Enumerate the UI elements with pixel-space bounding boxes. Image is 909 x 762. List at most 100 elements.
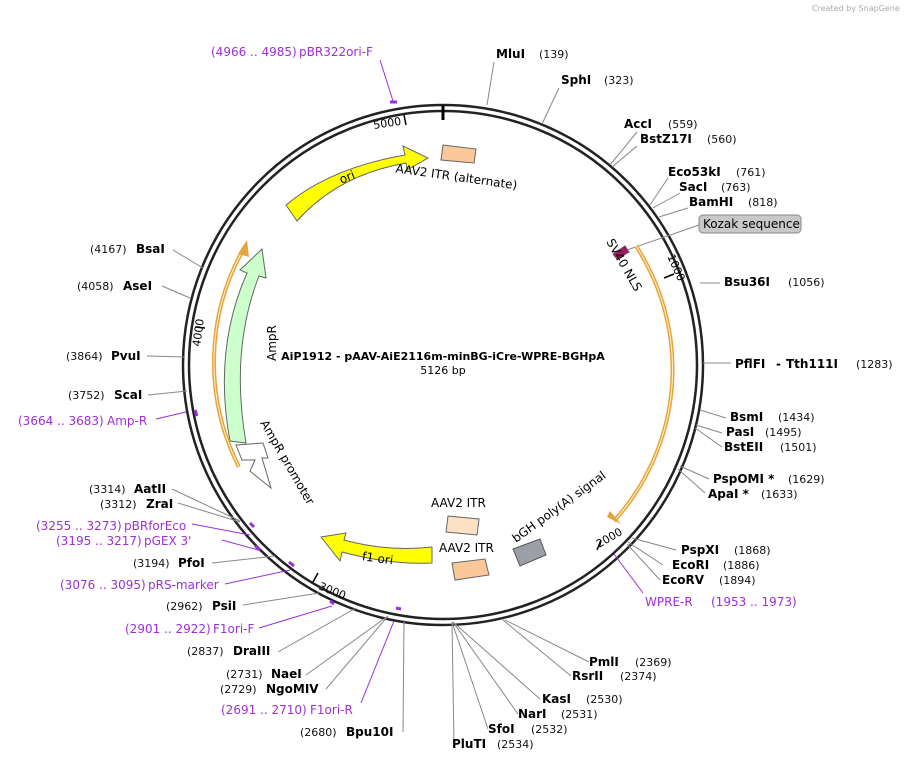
enzyme-psii: PsiI xyxy=(212,599,236,613)
enzyme-ecori: EcoRI xyxy=(672,558,709,572)
aav2-itr-2-label: AAV2 ITR xyxy=(439,541,494,555)
enzyme-ecorv: EcoRV xyxy=(662,573,705,587)
enzyme-pasi: PasI xyxy=(726,425,754,439)
enzyme-bpu10i: Bpu10I xyxy=(346,725,393,739)
enzyme-sphi-pos: (323) xyxy=(604,74,634,87)
primer-pbrforeco-range: (3255 .. 3273) xyxy=(36,519,122,533)
tick-5000: 5000 xyxy=(372,115,402,132)
tick-mark-2000 xyxy=(596,539,602,551)
snapgene-credit: Created by SnapGene xyxy=(812,4,900,13)
sv40-nls-label: SV40 NLS xyxy=(603,236,644,293)
tick-mark-3000 xyxy=(312,572,319,583)
primer-pbr322ori-range: (4966 .. 4985) xyxy=(211,45,297,59)
enzyme-saci: SacI xyxy=(679,180,707,194)
tick-mark-1000 xyxy=(663,273,675,279)
enzyme-apai: ApaI * xyxy=(708,487,750,501)
f1-ori-label: f1 ori xyxy=(361,549,394,567)
enzyme-zrai: ZraI xyxy=(146,497,173,511)
primer-pgex3-range: (3195 .. 3217) xyxy=(56,534,142,548)
primer-f1orir-name: F1ori-R xyxy=(310,703,353,717)
tick-4000: 4000 xyxy=(190,318,207,348)
enzyme-pflfi-sep: - xyxy=(776,357,781,371)
primer-prsmarker-range: (3076 .. 3095) xyxy=(60,578,146,592)
enzyme-asei: AseI xyxy=(123,279,152,293)
enzyme-pmli-pos: (2369) xyxy=(635,656,672,669)
enzyme-saci-pos: (763) xyxy=(721,181,751,194)
enzyme-bstz17i: BstZ17I xyxy=(640,132,692,146)
enzyme-pasi-pos: (1495) xyxy=(765,426,802,439)
enzyme-psii-pos: (2962) xyxy=(166,600,203,613)
right-arc-inner xyxy=(613,245,673,522)
tick-mark-5000 xyxy=(403,114,407,126)
primer-wprer-name: WPRE-R xyxy=(645,595,693,609)
primer-ampr-range: (3664 .. 3683) xyxy=(18,414,104,428)
enzyme-pspomi-pos: (1629) xyxy=(788,473,825,486)
enzyme-draiii-pos: (2837) xyxy=(187,645,224,658)
enzyme-bsai-pos: (4167) xyxy=(90,243,127,256)
aav2-itr-alt-label: AAV2 ITR (alternate) xyxy=(395,161,518,192)
enzyme-sfoi: SfoI xyxy=(488,722,515,736)
enzyme-bsteii: BstEII xyxy=(724,440,763,454)
enzyme-mlui-pos: (139) xyxy=(539,48,569,61)
aav2-itr-1-feature xyxy=(445,515,480,536)
enzyme-tth111i: Tth111I xyxy=(786,357,838,371)
enzyme-acci-pos: (559) xyxy=(668,118,698,131)
enzyme-bstz17i-pos: (560) xyxy=(707,133,737,146)
enzyme-pmli: PmlI xyxy=(589,655,619,669)
enzyme-bpu10i-pos: (2680) xyxy=(300,726,337,739)
primer-wprer-range: (1953 .. 1973) xyxy=(711,595,797,609)
enzyme-rsrii: RsrII xyxy=(572,669,603,683)
ampr-label: AmpR xyxy=(265,325,279,361)
enzyme-pfoi-pos: (3194) xyxy=(133,557,170,570)
enzyme-aatii: AatII xyxy=(134,482,166,496)
primer-pbr322ori-name: pBR322ori-F xyxy=(299,45,373,59)
enzyme-bamhi-pos: (818) xyxy=(748,196,778,209)
enzyme-pvui-pos: (3864) xyxy=(66,350,103,363)
enzyme-kasi-pos: (2530) xyxy=(586,693,623,706)
sv40-nls-feature xyxy=(612,245,630,260)
primer-prsmarker-name: pRS-marker xyxy=(148,578,219,592)
enzyme-ngomiv-pos: (2729) xyxy=(220,683,257,696)
left-arc-inner xyxy=(213,247,245,468)
enzyme-pluti: PluTI xyxy=(452,737,486,751)
f1-ori-feature xyxy=(320,532,433,564)
enzyme-naei-pos: (2731) xyxy=(226,668,263,681)
enzyme-rsrii-pos: (2374) xyxy=(620,670,657,683)
enzyme-pfoi: PfoI xyxy=(178,556,205,570)
enzyme-ngomiv: NgoMIV xyxy=(266,682,319,696)
ampr-promoter-label: AmpR promoter xyxy=(257,418,317,508)
primer-pgex3-name: pGEX 3' xyxy=(144,534,191,548)
enzyme-scai-pos: (3752) xyxy=(68,389,105,402)
enzyme-bamhi: BamHI xyxy=(689,195,733,209)
primer-pbrforeco-name: pBRforEco xyxy=(124,519,186,533)
enzyme-kasi: KasI xyxy=(542,692,571,706)
ampr-feature xyxy=(223,247,267,444)
aav2-itr-1-label: AAV2 ITR xyxy=(431,496,486,510)
enzyme-leaders xyxy=(146,61,731,746)
left-arc-head xyxy=(238,240,249,257)
ori-label: ori xyxy=(337,168,357,187)
enzyme-bsu36i-pos: (1056) xyxy=(788,276,825,289)
map-title: AiP1912 - pAAV-AiE2116m-minBG-iCre-WPRE-… xyxy=(281,350,605,363)
enzyme-bsmi-pos: (1434) xyxy=(778,411,815,424)
enzyme-eco53ki-pos: (761) xyxy=(736,166,766,179)
enzyme-zrai-pos: (3312) xyxy=(100,498,137,511)
enzyme-asei-pos: (4058) xyxy=(77,280,114,293)
enzyme-pflfi-pos: (1283) xyxy=(856,358,893,371)
enzyme-mlui: MluI xyxy=(496,47,525,61)
aav2-itr-alt-feature xyxy=(440,144,477,164)
primer-f1orif-name: F1ori-F xyxy=(213,622,254,636)
primer-leaders xyxy=(155,59,644,704)
tick-1000: 1000 xyxy=(664,252,687,283)
enzyme-apai-pos: (1633) xyxy=(761,488,798,501)
kozak-box xyxy=(698,214,802,234)
enzyme-sphi: SphI xyxy=(561,73,591,87)
kozak-label: Kozak sequence xyxy=(703,217,800,231)
enzyme-sfoi-pos: (2532) xyxy=(531,723,568,736)
primer-ampr-name: Amp-R xyxy=(107,414,147,428)
enzyme-pspxi-pos: (1868) xyxy=(734,544,771,557)
enzyme-bsai: BsaI xyxy=(136,242,165,256)
enzyme-nari: NarI xyxy=(518,707,547,721)
aav2-itr-2-feature xyxy=(451,558,490,581)
